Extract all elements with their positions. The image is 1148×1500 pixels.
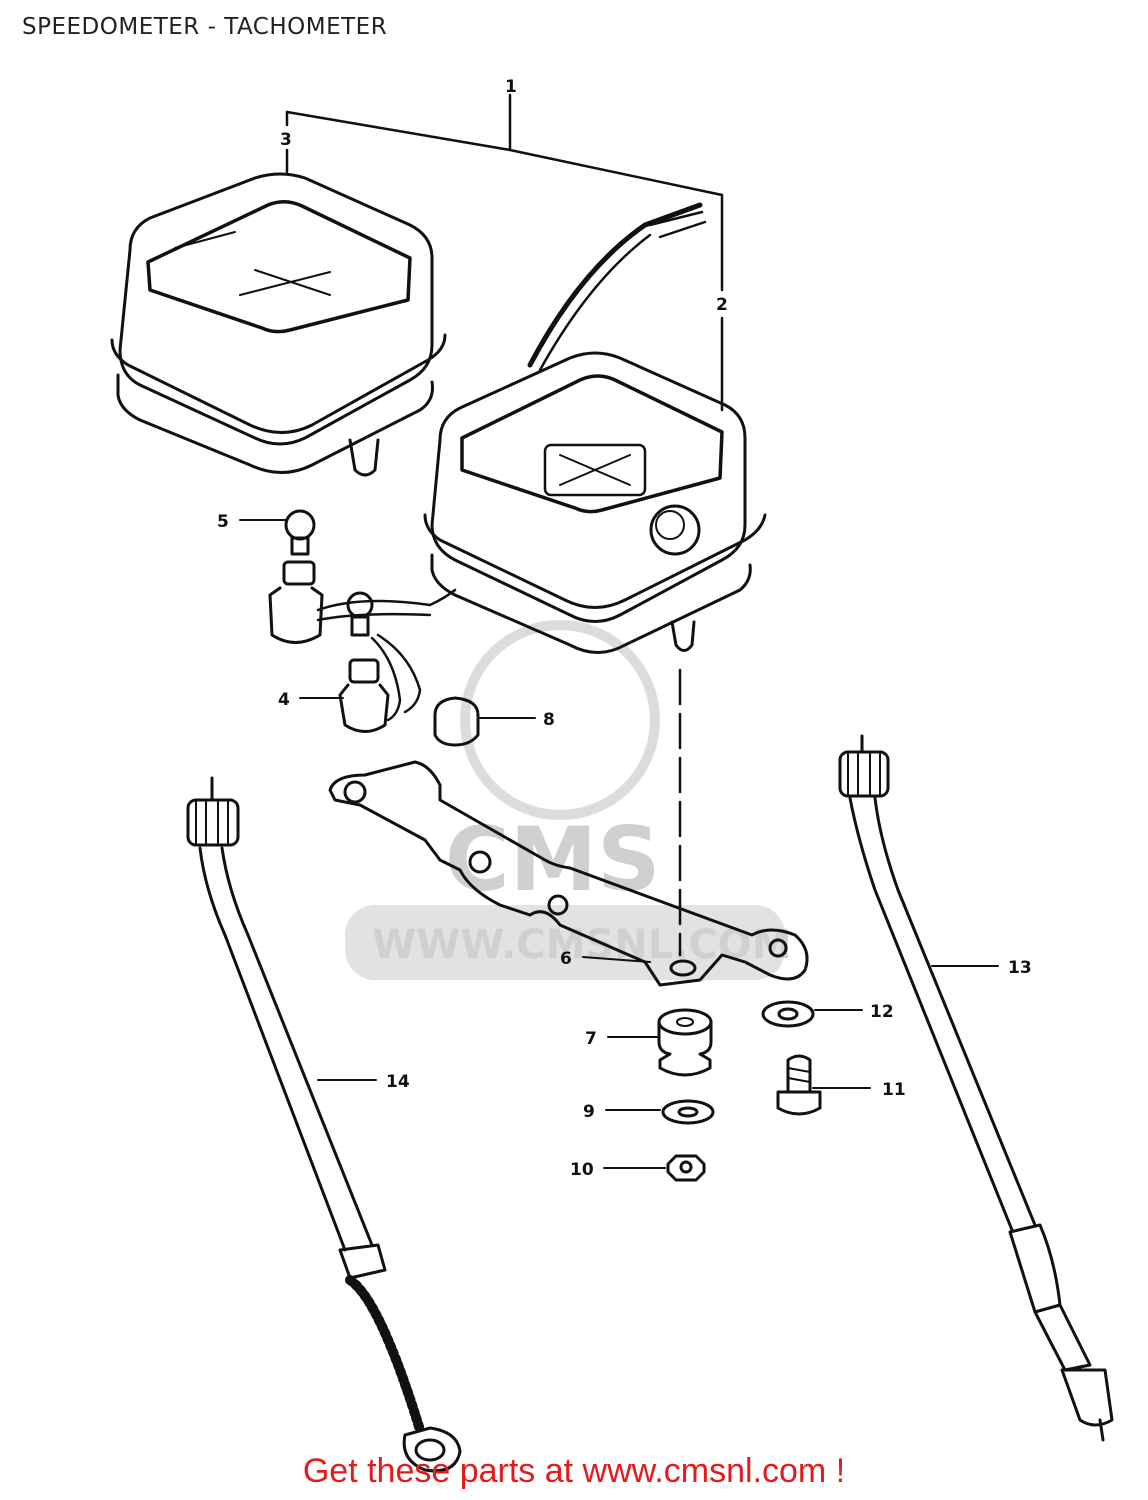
bulb-icon (284, 509, 316, 541)
washer-12 (761, 1000, 815, 1028)
trip-reset-knob-icon (649, 504, 701, 556)
callout-12: 12 (870, 1002, 894, 1022)
bulb-and-socket-group (268, 509, 457, 733)
callout-6: 6 (560, 949, 572, 969)
callout-5: 5 (217, 512, 229, 532)
callout-1: 1 (505, 77, 517, 97)
assembly-leader-lines (285, 93, 724, 412)
washer-9 (661, 1099, 715, 1125)
watermark: CMS WWW.CMSNL.COM (345, 620, 792, 980)
speedometer-housing (423, 202, 767, 654)
nut-10 (666, 1154, 706, 1182)
meter-bracket (328, 668, 809, 987)
grommet (657, 1008, 713, 1077)
shop-link-banner[interactable]: Get these parts at www.cmsnl.com ! (302, 1452, 846, 1490)
rubber-cap (433, 696, 480, 747)
watermark-url: WWW.CMSNL.COM (372, 922, 792, 968)
tachometer-housing (110, 172, 447, 477)
callout-numbers: 1 2 3 4 5 6 7 8 9 10 11 12 13 14 (217, 77, 1032, 1180)
watermark-brand: CMS (445, 808, 661, 911)
page-title: SPEEDOMETER - TACHOMETER (22, 14, 388, 40)
callout-8: 8 (543, 710, 555, 730)
callout-13: 13 (1008, 958, 1032, 978)
callout-4: 4 (278, 690, 290, 710)
tachometer-cable (838, 734, 1114, 1442)
callout-11: 11 (882, 1080, 906, 1100)
callout-14: 14 (386, 1072, 410, 1092)
bolt-11 (776, 1054, 822, 1116)
callout-3: 3 (280, 130, 292, 150)
callout-2: 2 (716, 295, 728, 315)
callout-7: 7 (585, 1029, 597, 1049)
callout-10: 10 (570, 1160, 594, 1180)
callout-leaders (239, 519, 999, 1169)
speedometer-cable (186, 776, 462, 1473)
watermark-mascot-icon (460, 620, 660, 820)
callout-9: 9 (583, 1102, 595, 1122)
